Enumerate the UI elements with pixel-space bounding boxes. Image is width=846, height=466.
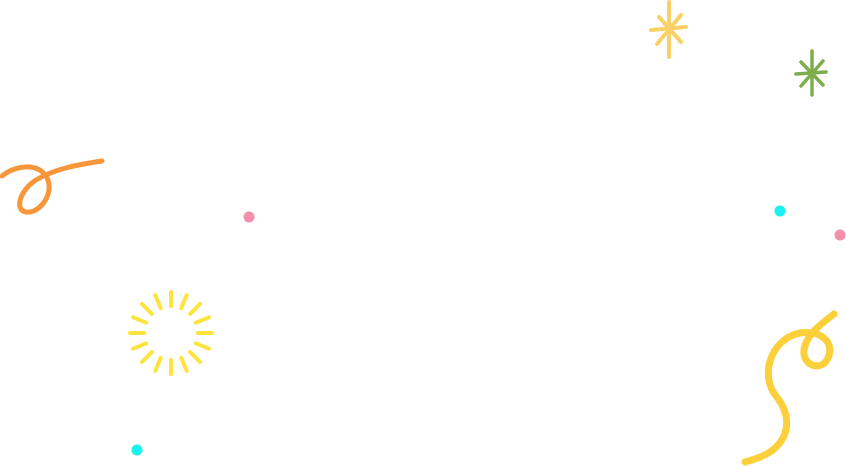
- burst-ray: [193, 315, 211, 325]
- cyan-dot-icon: [774, 205, 786, 217]
- burst-ray: [188, 350, 202, 364]
- cyan-dot-icon: [131, 444, 143, 456]
- burst-ray: [193, 341, 211, 351]
- burst-ray: [153, 293, 163, 311]
- sparkle-star-icon: [794, 49, 828, 97]
- burst-ray: [188, 302, 202, 316]
- burst-ray: [179, 293, 189, 311]
- burst-ray: [140, 302, 154, 316]
- pink-dot-icon: [243, 211, 255, 223]
- orange-swirl-icon: [0, 158, 105, 215]
- burst-ray: [131, 315, 149, 325]
- burst-ray: [179, 355, 189, 373]
- gold-squiggle-icon: [741, 310, 838, 466]
- sparkle-star-icon: [649, 0, 688, 59]
- pink-dot-icon: [834, 229, 846, 241]
- burst-ray: [153, 355, 163, 373]
- radial-burst-icon: [128, 290, 214, 376]
- burst-ray: [131, 341, 149, 351]
- burst-ray: [140, 350, 154, 364]
